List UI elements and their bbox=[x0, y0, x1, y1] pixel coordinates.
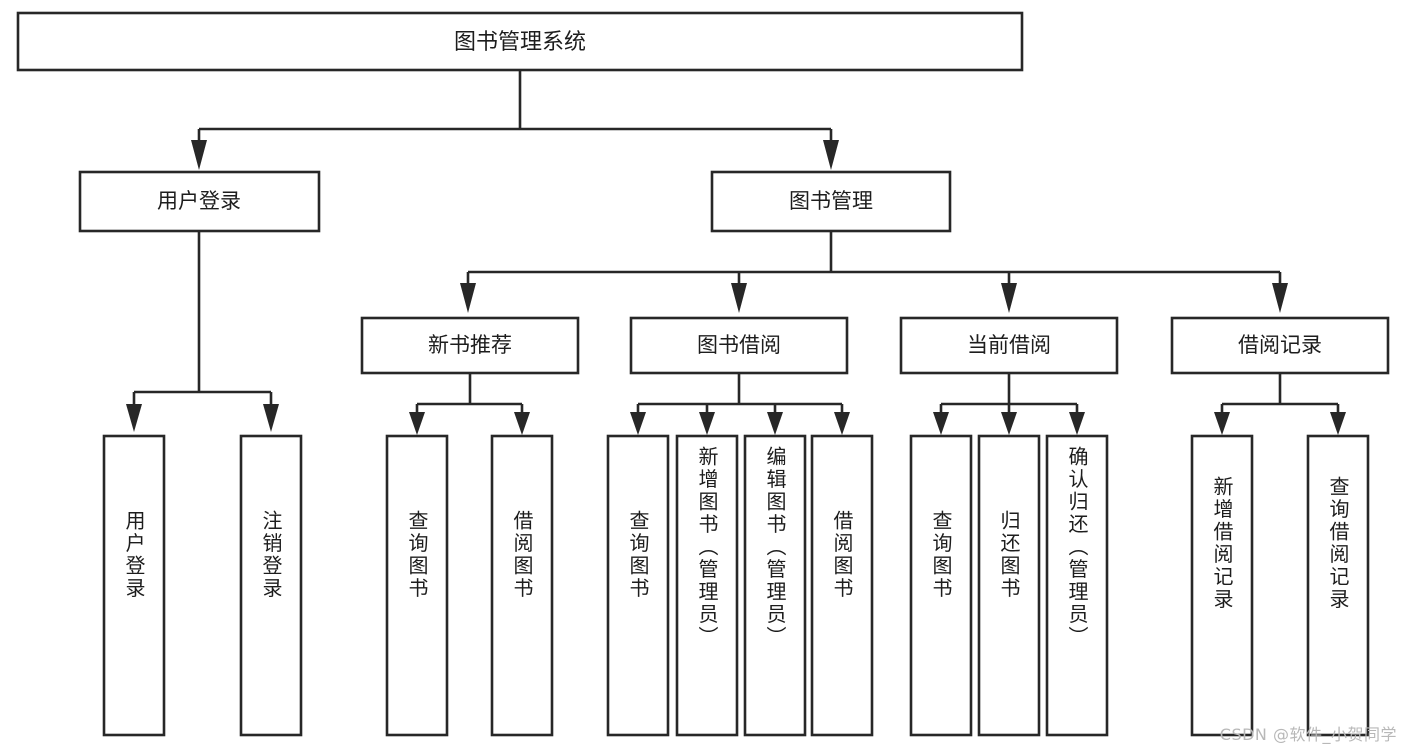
leaf-label-current-borrow-2[interactable]: 确认归还（管理员） bbox=[1065, 446, 1089, 649]
leaf-box-new-book-recommend-0[interactable] bbox=[385, 434, 449, 737]
node-borrow-record-label: 借阅记录 bbox=[1238, 333, 1322, 357]
leaf-label-book-borrow-0[interactable]: 查询图书 bbox=[626, 510, 650, 600]
node-book-manage-label: 图书管理 bbox=[789, 189, 873, 213]
leaf-label-borrow-record-0[interactable]: 新增借阅记录 bbox=[1210, 476, 1234, 611]
connector-book-borrow-to-leaves bbox=[630, 373, 850, 435]
node-new-book-recommend-box[interactable] bbox=[360, 316, 580, 375]
connector-new-book-recommend-to-leaves bbox=[409, 373, 530, 435]
leaf-box-current-borrow-2[interactable] bbox=[1045, 434, 1109, 737]
node-current-borrow-label: 当前借阅 bbox=[967, 333, 1051, 357]
node-book-manage[interactable]: 图书管理 bbox=[710, 170, 952, 233]
leaf-box-borrow-record-1[interactable] bbox=[1306, 434, 1370, 737]
leaf-label-new-book-recommend-1[interactable]: 借阅图书 bbox=[510, 510, 534, 600]
leaf-box-book-borrow-3[interactable] bbox=[810, 434, 874, 737]
leaf-boxes bbox=[102, 434, 1370, 737]
leaf-label-user-login-0[interactable]: 用户登录 bbox=[122, 510, 146, 600]
leaf-label-borrow-record-1[interactable]: 查询借阅记录 bbox=[1326, 476, 1350, 611]
leaf-box-book-borrow-1[interactable] bbox=[675, 434, 739, 737]
leaf-label-new-book-recommend-0[interactable]: 查询图书 bbox=[405, 510, 429, 600]
node-book-borrow[interactable]: 图书借阅 bbox=[629, 316, 849, 375]
leaf-box-current-borrow-0[interactable] bbox=[909, 434, 973, 737]
connector-book-manage-to-level3 bbox=[460, 231, 1288, 313]
node-user-login-label: 用户登录 bbox=[157, 189, 241, 213]
node-current-borrow[interactable]: 当前借阅 bbox=[899, 316, 1119, 375]
connector-root-to-level2 bbox=[191, 70, 839, 170]
leaf-label-current-borrow-1[interactable]: 归还图书 bbox=[997, 510, 1021, 600]
node-new-book-recommend[interactable]: 新书推荐 bbox=[360, 316, 580, 375]
node-root[interactable]: 图书管理系统 bbox=[16, 11, 1024, 72]
node-root-box[interactable] bbox=[16, 11, 1024, 72]
node-current-borrow-box[interactable] bbox=[899, 316, 1119, 375]
leaf-box-user-login-1[interactable] bbox=[239, 434, 303, 737]
leaf-box-new-book-recommend-1[interactable] bbox=[490, 434, 554, 737]
leaf-label-user-login-1[interactable]: 注销登录 bbox=[259, 510, 283, 600]
leaf-box-book-borrow-0[interactable] bbox=[606, 434, 670, 737]
node-new-book-recommend-label: 新书推荐 bbox=[428, 333, 512, 357]
node-book-borrow-box[interactable] bbox=[629, 316, 849, 375]
connector-current-borrow-to-leaves bbox=[933, 373, 1085, 435]
connector-user-login-to-leaves bbox=[126, 231, 279, 432]
leaf-box-current-borrow-1[interactable] bbox=[977, 434, 1041, 737]
node-root-label: 图书管理系统 bbox=[454, 30, 586, 55]
watermark: CSDN @软件_小贺同学 bbox=[1219, 725, 1397, 744]
connector-borrow-record-to-leaves bbox=[1214, 373, 1346, 435]
leaf-label-book-borrow-1[interactable]: 新增图书（管理员） bbox=[695, 446, 719, 649]
node-borrow-record[interactable]: 借阅记录 bbox=[1170, 316, 1390, 375]
leaf-box-book-borrow-2[interactable] bbox=[743, 434, 807, 737]
leaf-label-current-borrow-0[interactable]: 查询图书 bbox=[929, 510, 953, 600]
node-book-borrow-label: 图书借阅 bbox=[697, 333, 781, 357]
leaf-box-user-login-0[interactable] bbox=[102, 434, 166, 737]
leaf-box-borrow-record-0[interactable] bbox=[1190, 434, 1254, 737]
leaf-label-book-borrow-2[interactable]: 编辑图书（管理员） bbox=[763, 446, 787, 649]
leaf-label-book-borrow-3[interactable]: 借阅图书 bbox=[830, 510, 854, 600]
node-user-login[interactable]: 用户登录 bbox=[78, 170, 321, 233]
